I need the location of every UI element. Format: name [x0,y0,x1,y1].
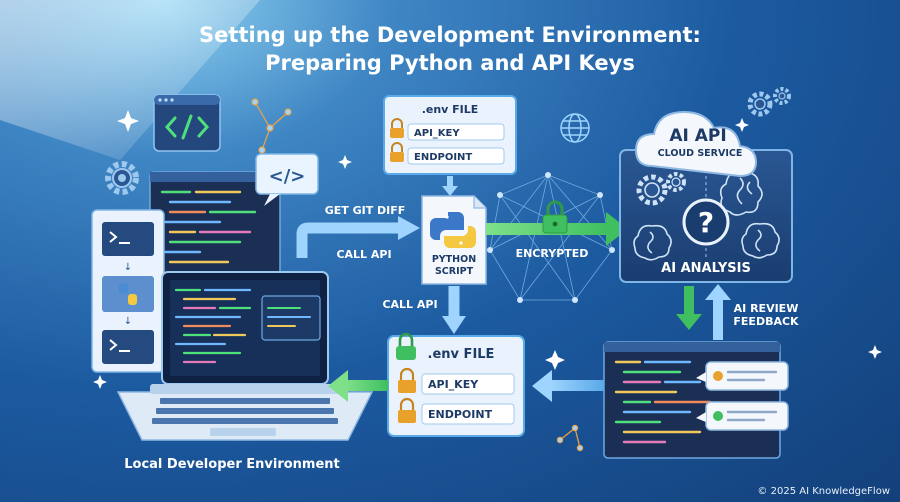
lock-icon [398,367,416,393]
copyright-text: © 2025 AI KnowledgeFlow [757,486,890,497]
brain-icon [741,222,780,259]
label-encrypted: ENCRYPTED [516,247,589,260]
brain-icon [719,170,763,216]
network-mesh [489,174,613,301]
globe-icon [560,113,590,143]
env-bottom-title: .env FILE [428,347,495,362]
label-get-git-diff: GET GIT DIFF [325,204,406,217]
review-comment-bubble [696,361,789,391]
gear-icon [747,91,773,117]
cloud-subtitle: CLOUD SERVICE [658,148,743,159]
ai-analysis-label: AI ANALYSIS [661,261,751,276]
network-mesh-nodes [487,172,615,303]
arrow-analysis-to-review [676,286,702,330]
svg-text:↓: ↓ [124,316,132,327]
python-logo-small [119,283,137,305]
cloud-title: AI API [669,126,726,146]
python-logo [430,212,476,248]
question-mark-icon: ? [682,198,730,246]
review-comment-bubble [696,401,789,431]
lock-icon [390,118,404,138]
ai-analysis-panel: ? AI ANALYSIS [619,149,793,283]
laptop [116,271,374,441]
env-bottom-field-api-key: API_KEY [428,378,479,391]
gear-icon [636,174,668,206]
sparkle-icons [93,110,882,389]
code-speech-bubble: </> [255,153,319,206]
env-file-top: .env FILE API_KEY ENDPOINT [383,95,517,175]
brain-icon [633,224,672,261]
network-nodes-right [556,424,584,452]
label-call-api-down: CALL API [382,298,437,311]
env-top-title: .env FILE [422,103,479,116]
svg-text:↓: ↓ [124,262,132,273]
lock-icon-green [396,332,416,360]
local-environment-label: Local Developer Environment [124,457,340,472]
label-ai-review-1: AI REVIEW [734,302,799,315]
gear-icon [773,87,791,105]
arrow-env-to-laptop [328,370,388,402]
python-script-file: PYTHON SCRIPT [421,195,487,285]
gear-icon [666,172,686,192]
lock-icon-green [542,200,568,234]
code-bubble-glyph: </> [269,166,306,187]
diagram-title-line2: Preparing Python and API Keys [265,51,635,75]
network-nodes-left [251,98,292,154]
arrow-git-diff-to-script [296,216,420,258]
cloud-icon [634,110,758,178]
python-script-label-1: PYTHON [432,254,476,265]
arrow-script-to-env-bottom [442,286,466,334]
code-window-icon [153,94,221,152]
code-review-editor [603,341,781,459]
arrow-review-to-env [532,370,604,402]
diagram-title-line1: Setting up the Development Environment: [199,23,701,47]
env-top-field-endpoint: ENDPOINT [414,152,472,163]
label-call-api-left: CALL API [336,248,391,261]
light-ray [0,0,260,160]
env-top-field-api-key: API_KEY [414,128,460,139]
label-ai-review-2: FEEDBACK [733,315,799,328]
arrow-review-to-analysis [705,284,731,340]
python-script-label-2: SCRIPT [435,266,474,277]
svg-text:?: ? [698,206,714,239]
gear-icon [105,161,139,195]
terminal-workflow-column: ↓ ↓ [91,209,165,373]
env-file-bottom: .env FILE API_KEY ENDPOINT [387,332,525,437]
lock-icon [390,142,404,162]
arrow-encrypted-to-cloud [486,200,628,246]
env-bottom-field-endpoint: ENDPOINT [428,408,493,421]
lock-icon [398,397,416,423]
